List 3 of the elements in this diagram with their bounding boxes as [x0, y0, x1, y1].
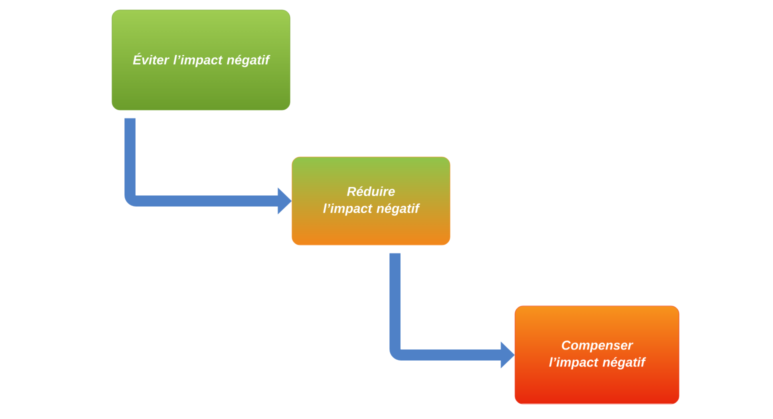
- step-box: Éviter l’impact négatif: [112, 10, 290, 110]
- step-box: Compenser l’impact négatif: [514, 306, 680, 404]
- step-box: Réduire l’impact négatif: [292, 156, 450, 246]
